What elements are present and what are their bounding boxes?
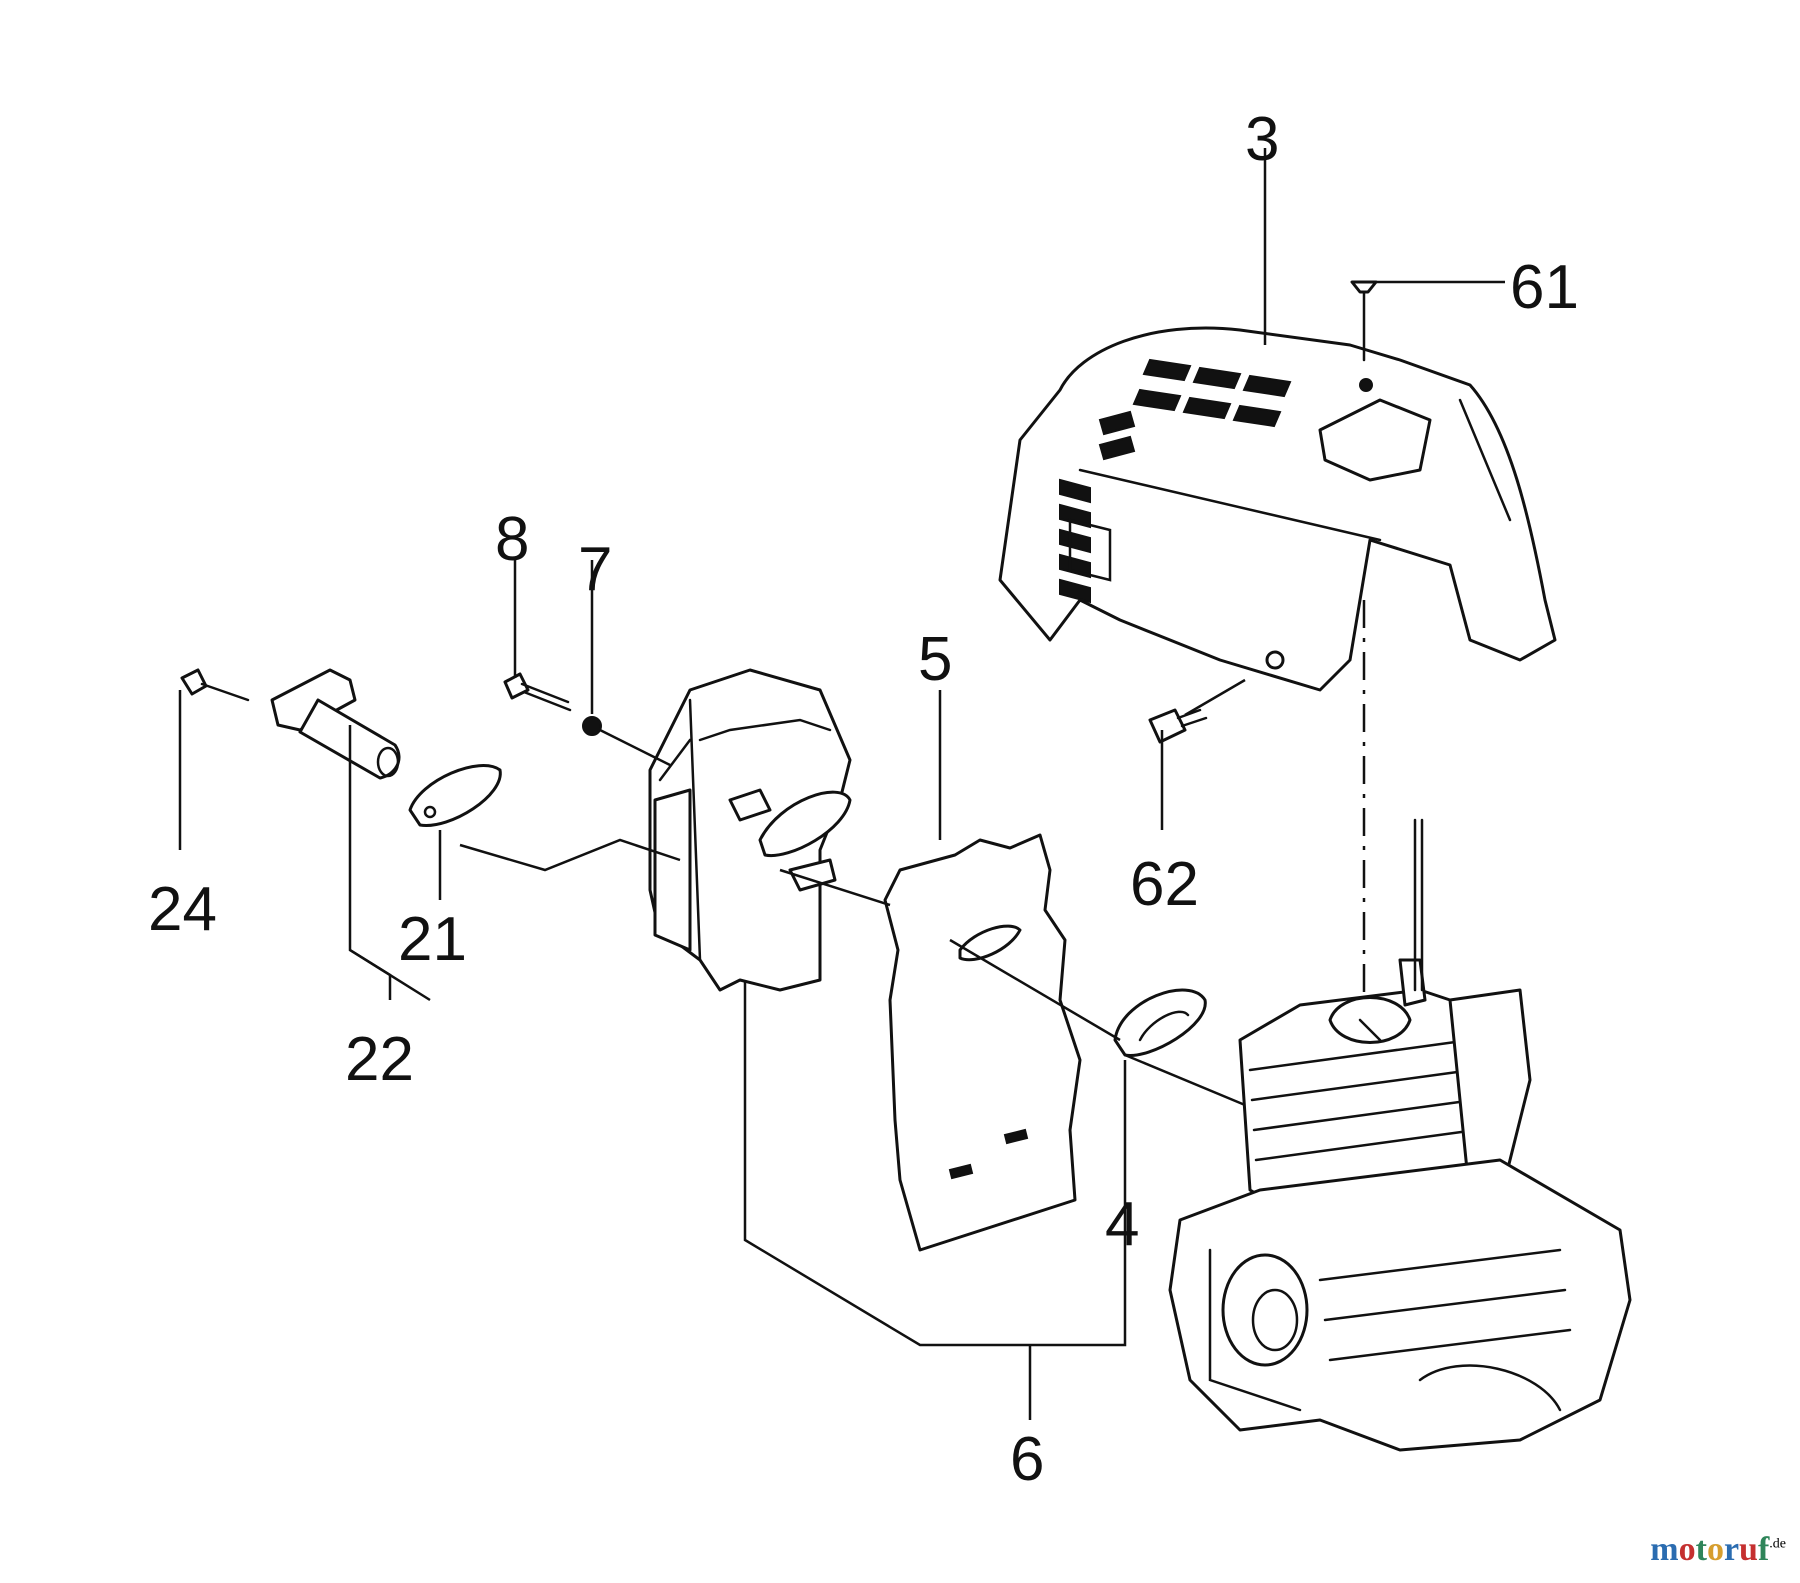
exhaust-pipe-22-part	[270, 668, 401, 780]
nut-7-part	[582, 716, 602, 736]
engine-cover-part	[998, 326, 1557, 692]
callout-22: 22	[345, 1025, 414, 1094]
callout-8: 8	[495, 505, 529, 574]
callout-61: 61	[1510, 253, 1579, 322]
callout-6: 6	[1010, 1425, 1044, 1494]
screw-61-part	[1350, 280, 1378, 392]
callout-5: 5	[918, 625, 952, 694]
callout-62: 62	[1130, 850, 1199, 919]
watermark-letter: o	[1678, 1531, 1696, 1568]
watermark-suffix: .de	[1769, 1536, 1786, 1552]
muffler-part	[648, 668, 852, 992]
exhaust-gasket-4-part	[1113, 988, 1207, 1057]
callout-24: 24	[148, 875, 217, 944]
watermark-letters: motoruf	[1650, 1531, 1769, 1568]
bolt-8-part	[503, 672, 572, 712]
callout-labels: 3 61 62 8 7 5 24 21 22 4 6	[148, 105, 1579, 1494]
heat-shield-5-part	[883, 833, 1082, 1252]
flange-gasket-21-part	[408, 764, 502, 827]
leader-lines	[178, 148, 1505, 1420]
watermark-letter: o	[1706, 1531, 1724, 1568]
motoruf-watermark-logo: motoruf.de	[1650, 1531, 1786, 1569]
callout-7: 7	[578, 535, 612, 604]
callout-4: 4	[1105, 1190, 1139, 1259]
watermark-letter: t	[1695, 1531, 1707, 1568]
watermark-letter: f	[1757, 1531, 1770, 1568]
screw-62-part	[1148, 708, 1208, 744]
callout-21: 21	[398, 905, 467, 974]
watermark-letter: u	[1739, 1531, 1758, 1568]
screw-24-part	[180, 668, 250, 702]
watermark-letter: m	[1650, 1531, 1679, 1568]
cylinder-crankcase-part	[1168, 818, 1632, 1452]
callout-3: 3	[1245, 105, 1279, 174]
watermark-letter: r	[1723, 1531, 1740, 1568]
